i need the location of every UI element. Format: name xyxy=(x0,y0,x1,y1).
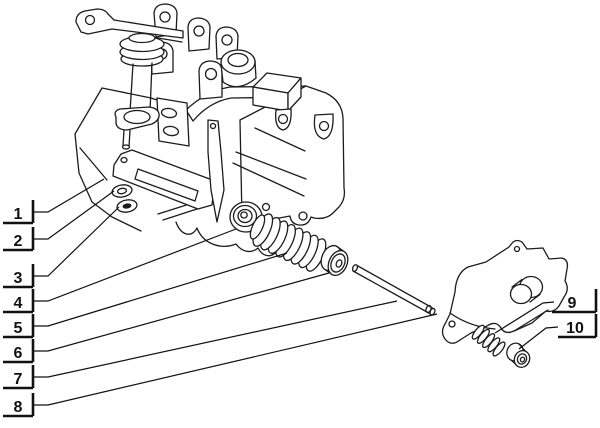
callout-8: 8 xyxy=(3,313,438,418)
callout-6: 6 xyxy=(3,272,330,364)
gasket-edge xyxy=(175,221,276,257)
cover-plate xyxy=(112,149,216,210)
washer-upper xyxy=(111,184,133,198)
callout-2-label: 2 xyxy=(14,233,23,250)
slotted-panel xyxy=(156,97,190,147)
spring-large xyxy=(249,213,327,272)
housing-block xyxy=(252,72,302,112)
callout-9: 9 xyxy=(494,289,598,334)
callout-3-label: 3 xyxy=(14,270,23,287)
callout-4: 4 xyxy=(3,228,237,314)
spring-small xyxy=(471,324,506,357)
lever-and-plunger xyxy=(75,8,184,150)
washer-lower xyxy=(116,199,138,213)
bracket-plate xyxy=(441,239,569,344)
callout-7-label: 7 xyxy=(14,371,23,388)
bore-cylinder xyxy=(220,49,257,88)
callout-8-label: 8 xyxy=(14,399,23,416)
selector-finger xyxy=(207,119,225,223)
housing-assembly xyxy=(74,3,346,257)
callout-6-label: 6 xyxy=(14,345,23,362)
callout-2: 2 xyxy=(3,190,115,252)
bracket-boss xyxy=(509,275,544,305)
callout-3: 3 xyxy=(3,206,120,289)
callout-1: 1 xyxy=(3,178,105,225)
callout-9-label: 9 xyxy=(568,295,577,312)
callout-10: 10 xyxy=(518,314,598,350)
callout-5-label: 5 xyxy=(14,320,23,337)
callout-5: 5 xyxy=(3,252,288,339)
callout-10-label: 10 xyxy=(566,320,584,337)
callout-1-label: 1 xyxy=(14,206,23,223)
bushing xyxy=(506,342,531,368)
callout-7: 7 xyxy=(3,300,398,390)
spring-seat-disc xyxy=(320,244,349,277)
callout-4-label: 4 xyxy=(14,295,23,312)
